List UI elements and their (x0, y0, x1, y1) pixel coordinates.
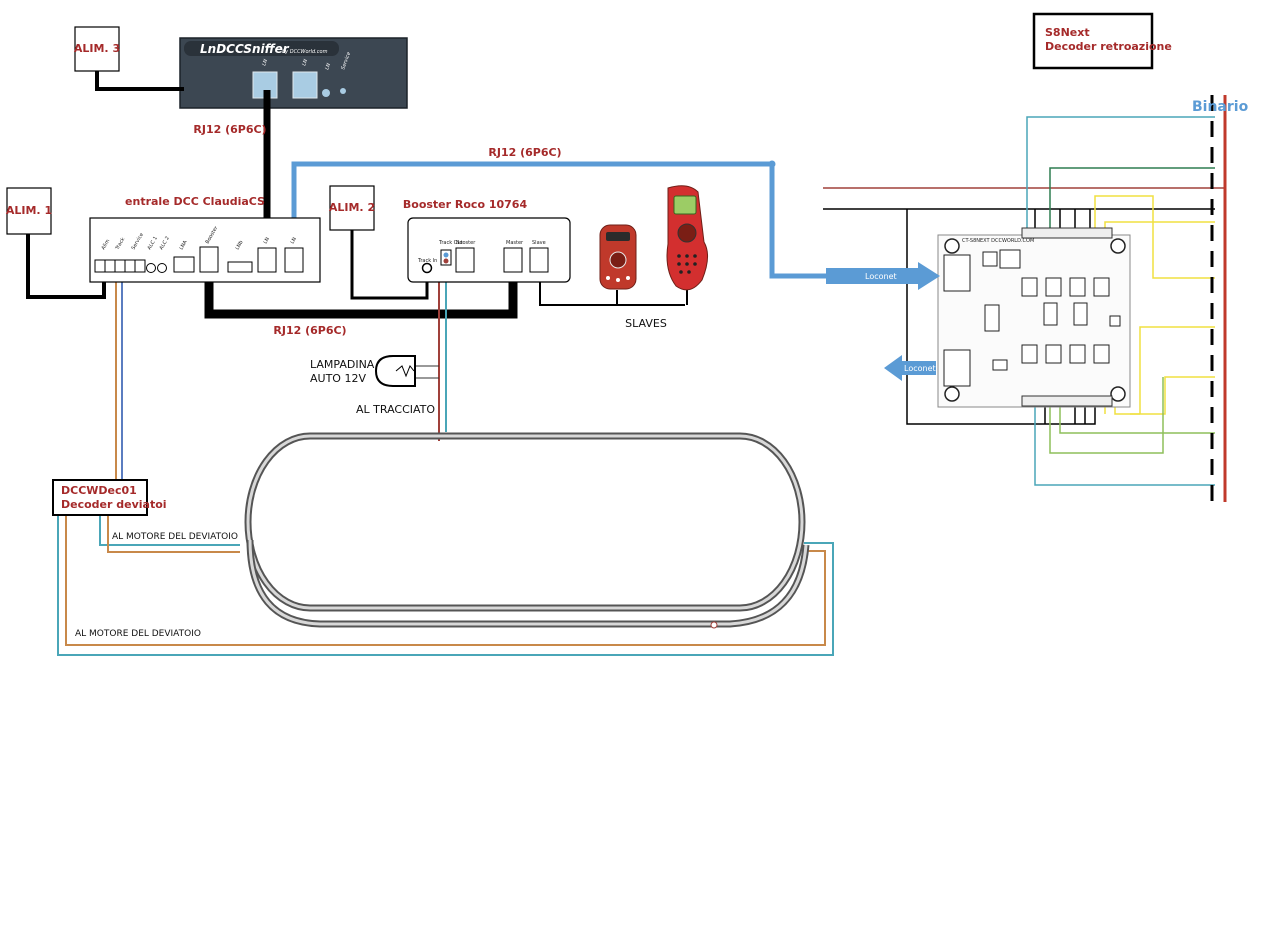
loconet-in-arrow: Loconet (826, 262, 940, 290)
binario-label: Binario (1192, 99, 1249, 115)
s8next-pcb: CT-S8NEXT DCCWORLD.COM (937, 227, 1131, 408)
s8next-title-box: S8Next Decoder retroazione (1032, 12, 1172, 70)
loconet-in-label: Loconet (865, 272, 897, 281)
booster-port-slave: Slave (532, 240, 546, 246)
sniffer-brand-sub: by DCCWorld.com (282, 49, 328, 55)
s8-fb-teal (1034, 405, 1215, 486)
booster-port-booster: Booster (456, 240, 476, 246)
switch-decoder-box: DCCWDec01 Decoder deviatoi (52, 479, 167, 516)
s8next-line2: Decoder retroazione (1045, 40, 1172, 53)
alim2-box: ALIM. 2 (329, 185, 375, 231)
lamp-bulb (374, 355, 416, 387)
sniffer-device: LnDCCSniffer by DCCWorld.com LN LN LN Se… (179, 37, 408, 109)
booster-port-master: Master (506, 240, 524, 246)
binario-rails (1210, 95, 1227, 502)
central-port-lna: LNA (179, 239, 189, 251)
slave-handheld-small (599, 224, 637, 290)
motor1-orange (107, 514, 240, 553)
central-unit: entrale DCC ClaudiaCS Alim Track Service… (89, 195, 321, 283)
track-layout (244, 432, 810, 629)
sniffer-brand: LnDCCSniffer (200, 42, 290, 56)
lamp-label-line2: AUTO 12V (310, 372, 366, 385)
slave-handheld-multimaus (666, 185, 708, 291)
motor1-teal (99, 514, 240, 546)
central-port-lnb: LNb (235, 240, 245, 251)
central-port-alim: Alim (101, 238, 112, 251)
central-port-ln2: LN (290, 236, 299, 245)
loconet-out-label: Loconet (904, 364, 936, 373)
loconet-junction (768, 160, 776, 168)
motor2-orange (65, 514, 826, 646)
switch-decoder-line1: DCCWDec01 (61, 484, 137, 497)
loconet-out-arrow: Loconet (884, 355, 936, 381)
motor2-teal (57, 514, 834, 656)
booster-unit: Booster Roco 10764 Track In Track Out Bo… (403, 198, 571, 283)
cable-layer (26, 71, 1225, 656)
lamp-label-line1: LAMPADINA (310, 358, 375, 371)
track-label: AL TRACCIATO (356, 403, 435, 416)
s8-fb-yellow-1 (1094, 195, 1215, 279)
s8next-pcb-text: CT-S8NEXT DCCWORLD.COM (962, 238, 1034, 244)
alim1-label: ALIM. 1 (6, 204, 52, 217)
central-title: entrale DCC ClaudiaCS (125, 195, 265, 208)
switch-decoder-line2: Decoder deviatoi (61, 498, 167, 511)
booster-title: Booster Roco 10764 (403, 198, 528, 211)
s8-fb-yellow-6 (1130, 376, 1215, 415)
alim3-label: ALIM. 3 (74, 42, 120, 55)
s8-fb-green (1059, 405, 1215, 434)
s8-fb-green-2 (1049, 377, 1164, 454)
lamp-wires (416, 365, 439, 379)
sniffer-port-1: LN (261, 58, 269, 66)
motor-label-upper: AL MOTORE DEL DEVIATOIO (112, 532, 238, 542)
s8-fb-1 (1026, 116, 1215, 232)
cable-label-sniffer: RJ12 (6P6C) (193, 123, 266, 136)
cable-label-loconet: RJ12 (6P6C) (488, 146, 561, 159)
alim2-label: ALIM. 2 (329, 201, 375, 214)
s8-ground-loop (906, 209, 1096, 425)
cable-label-booster: RJ12 (6P6C) (273, 324, 346, 337)
booster-rj12-cable (204, 268, 518, 319)
central-port-ln1: LN (263, 236, 272, 245)
sniffer-port-3: LN (324, 62, 332, 70)
s8-fb-yellow-3 (1139, 326, 1215, 414)
sniffer-port-2: LN (301, 58, 309, 66)
booster-port-track-out: Track Out (438, 240, 463, 246)
s8-fb-black (1044, 405, 1086, 424)
alim3-wire (95, 71, 184, 91)
slaves-label: SLAVES (625, 317, 667, 330)
slaves-drop (616, 290, 688, 305)
motor-label-lower: AL MOTORE DEL DEVIATOIO (75, 629, 201, 639)
booster-port-track-in: Track In (417, 258, 437, 264)
s8-fb-2 (1049, 167, 1215, 232)
alim3-box: ALIM. 3 (74, 26, 120, 72)
s8-fb-yellow-2 (1104, 221, 1215, 232)
s8next-line1: S8Next (1045, 26, 1090, 39)
sniffer-port-4: Service (340, 51, 352, 70)
alim1-box: ALIM. 1 (6, 187, 52, 235)
